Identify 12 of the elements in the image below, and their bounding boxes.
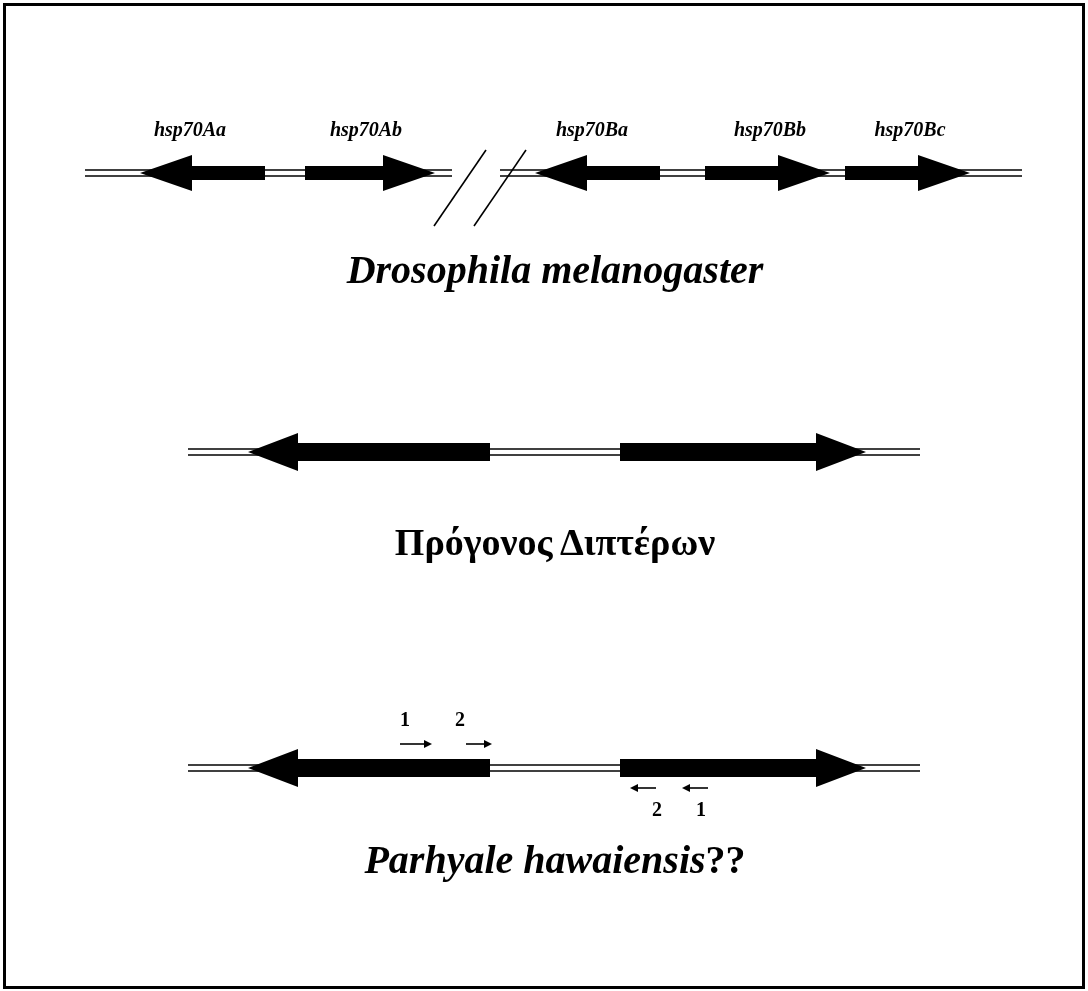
species-caption: Parhyale hawaiensis?? bbox=[364, 838, 746, 882]
primer-number: 1 bbox=[696, 798, 706, 820]
species-caption: Drosophila melanogaster bbox=[346, 248, 764, 292]
gene-label: hsp70Ab bbox=[329, 118, 403, 140]
species-caption: Πρόγονος Διπτέρων bbox=[394, 522, 716, 564]
gene-label: hsp70Bc bbox=[874, 118, 946, 140]
primer-number: 1 bbox=[400, 708, 410, 730]
gene-label: hsp70Aa bbox=[153, 118, 227, 140]
primer-number: 2 bbox=[652, 798, 662, 820]
gene-label: hsp70Bb bbox=[733, 118, 807, 140]
gene-label: hsp70Ba bbox=[555, 118, 629, 140]
primer-number: 2 bbox=[455, 708, 465, 730]
